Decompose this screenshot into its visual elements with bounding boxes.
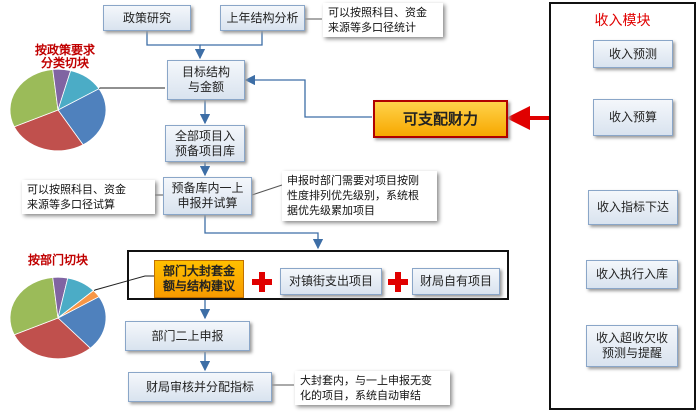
pie-slice bbox=[13, 317, 91, 360]
income-forecast-alert-box: 收入超收欠收 预测与提醒 bbox=[586, 325, 678, 367]
second-declare-box: 部门二上申报 bbox=[125, 321, 250, 351]
income-module-title: 收入模块 bbox=[594, 13, 651, 29]
finance-review-box: 财局审核并分配指标 bbox=[128, 372, 272, 402]
note-bottom-text: 大封套内，与一上申报无变 化的项目，系统自动审结 bbox=[300, 374, 432, 402]
finance-own-box: 财局自有项目 bbox=[412, 268, 500, 295]
income-execution-box: 收入执行入库 bbox=[586, 260, 678, 289]
pie-slice bbox=[57, 290, 100, 319]
connector-prev-target bbox=[200, 30, 263, 46]
town-street-label: 对镇街支出项目 bbox=[288, 274, 373, 288]
income-target-issue-label: 收入指标下达 bbox=[596, 200, 669, 214]
pie-chart-policy bbox=[9, 68, 107, 152]
target-structure-box: 目标结构 与金额 bbox=[167, 60, 245, 100]
dept-envelope-box: 部门大封套金 额与结构建议 bbox=[154, 260, 244, 298]
prev-year-analysis-box: 上年结构分析 bbox=[220, 5, 305, 31]
note-declare-text: 申报时部门需要对项目按刚 性度排列优先级别，系统根 据优先级累加项目 bbox=[287, 174, 419, 217]
pie-slice bbox=[57, 88, 107, 146]
prev-year-analysis-label: 上年结构分析 bbox=[226, 10, 299, 25]
income-budget-box: 收入预算 bbox=[593, 99, 673, 136]
disposable-finance-label: 可支配财力 bbox=[402, 109, 478, 128]
town-street-box: 对镇街支出项目 bbox=[280, 268, 382, 295]
note-top-text: 可以按照科目、资金 来源等多口径统计 bbox=[328, 6, 427, 34]
dept-envelope-label: 部门大封套金 额与结构建议 bbox=[162, 264, 235, 293]
disposable-finance-box: 可支配财力 bbox=[373, 100, 508, 138]
pie-label-dept: 按部门切块 bbox=[27, 253, 88, 267]
income-forecast-alert-label: 收入超收欠收 预测与提醒 bbox=[595, 331, 668, 360]
pie-slice bbox=[57, 296, 107, 349]
plus-icon-2 bbox=[388, 272, 408, 292]
connector-prelim-envelope bbox=[204, 215, 324, 250]
pie-chart-dept bbox=[9, 276, 107, 360]
connector-disposable-target bbox=[244, 74, 372, 118]
finance-own-label: 财局自有项目 bbox=[419, 274, 492, 288]
income-target-issue-box: 收入指标下达 bbox=[588, 190, 678, 225]
pie-label-policy: 按政策要求 分类切块 bbox=[34, 43, 95, 70]
income-budget-label: 收入预算 bbox=[608, 110, 657, 124]
second-declare-label: 部门二上申报 bbox=[151, 328, 224, 343]
pie-slice bbox=[9, 69, 59, 128]
note-top: 可以按照科目、资金 来源等多口径统计 bbox=[323, 3, 443, 37]
callout-note-declare bbox=[251, 184, 283, 196]
plus-icon-1 bbox=[252, 272, 272, 292]
policy-research-label: 政策研究 bbox=[122, 10, 171, 25]
envelope-group-frame bbox=[127, 250, 509, 300]
note-bottom: 大封套内，与一上申报无变 化的项目，系统自动审结 bbox=[295, 371, 450, 405]
prelim-declare-box: 预备库内一上 申报并试算 bbox=[163, 177, 252, 215]
pie-slice bbox=[57, 70, 100, 111]
target-structure-label: 目标结构 与金额 bbox=[181, 65, 230, 94]
note-declare: 申报时部门需要对项目按刚 性度排列优先级别，系统根 据优先级累加项目 bbox=[282, 171, 437, 221]
all-projects-label: 全部项目入 预备项目库 bbox=[174, 128, 235, 158]
note-left-text: 可以按照科目、资金 来源等多口径试算 bbox=[27, 183, 126, 211]
prelim-declare-label: 预备库内一上 申报并试算 bbox=[171, 181, 244, 210]
finance-review-label: 财局审核并分配指标 bbox=[145, 379, 254, 394]
income-execution-label: 收入执行入库 bbox=[595, 267, 668, 281]
note-left: 可以按照科目、资金 来源等多口径试算 bbox=[22, 180, 155, 214]
income-forecast-box: 收入预测 bbox=[593, 40, 673, 68]
policy-research-box: 政策研究 bbox=[103, 5, 191, 31]
income-forecast-label: 收入预测 bbox=[608, 46, 657, 61]
pie-slice bbox=[9, 277, 59, 336]
all-projects-box: 全部项目入 预备项目库 bbox=[165, 125, 245, 162]
connector-policy-target bbox=[146, 30, 206, 60]
